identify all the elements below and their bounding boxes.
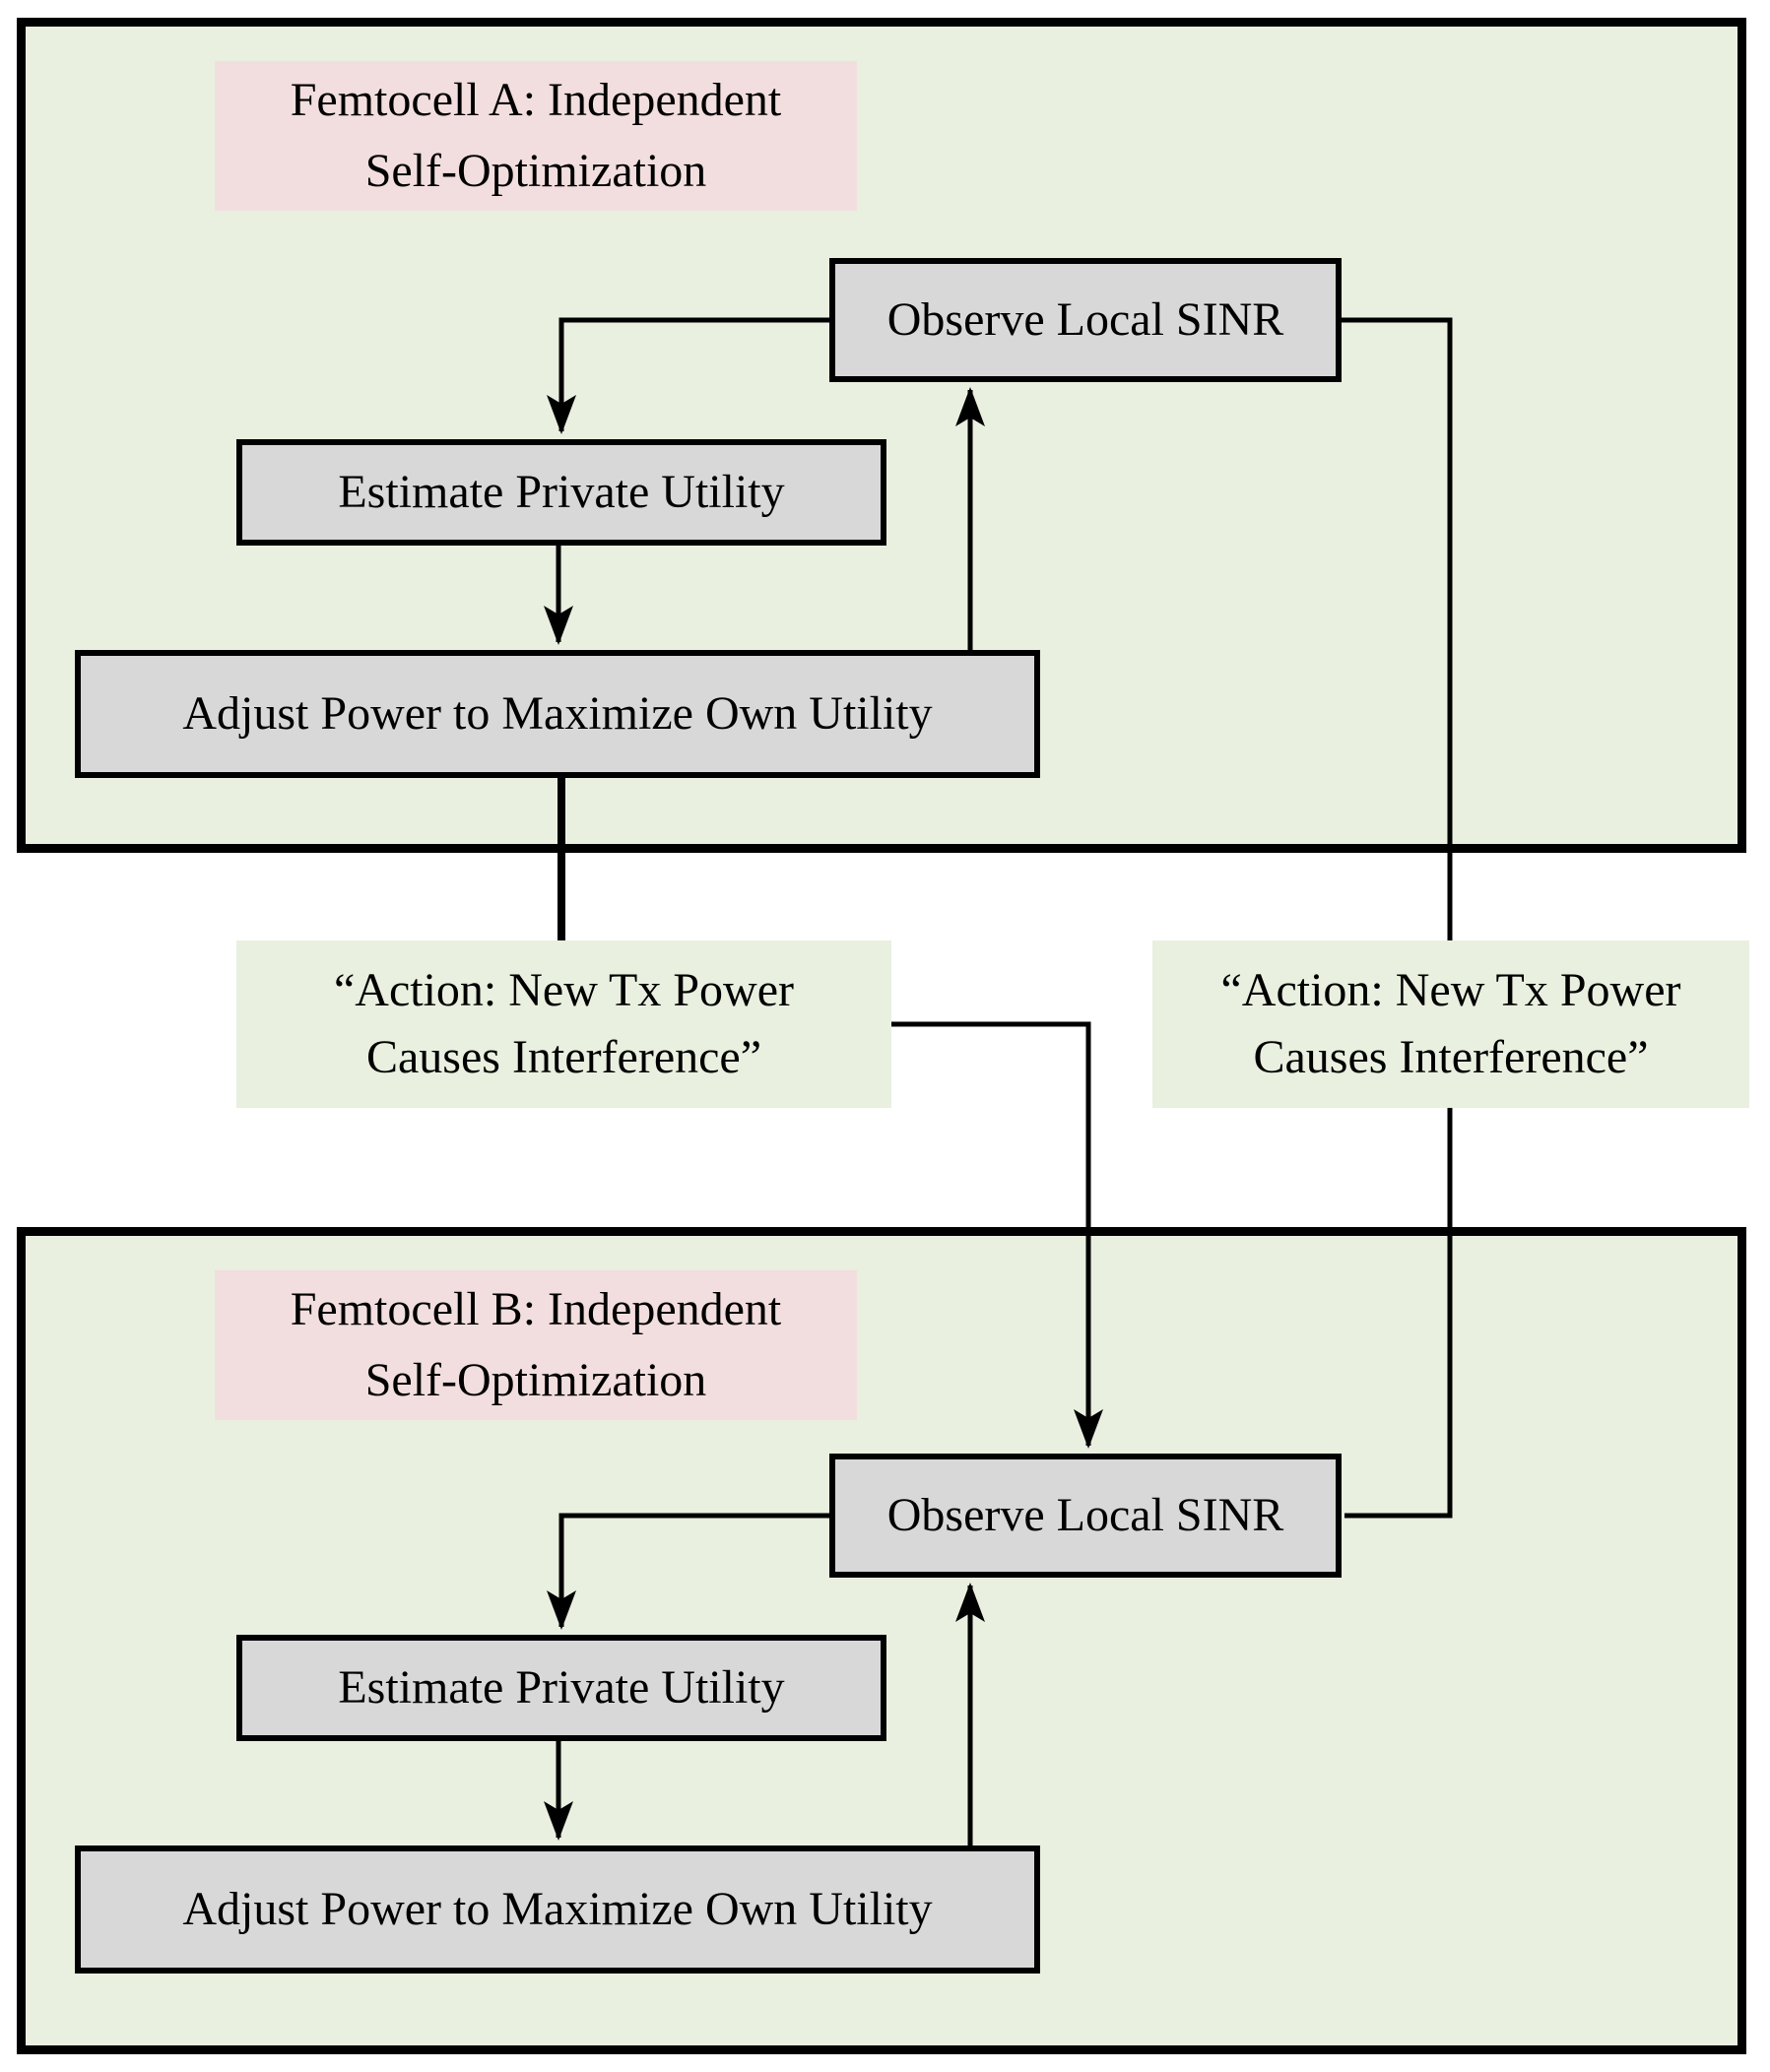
panel-title-line: Femtocell A: Independent	[290, 74, 782, 126]
panel-title-femtocell-b: Femtocell B: Independent Self-Optimizati…	[215, 1270, 857, 1420]
box-observe-local-sinr-a: Observe Local SINR	[829, 258, 1342, 382]
action-label-line: “Action: New Tx Power	[333, 964, 794, 1016]
connector-observe-to-estimate-a	[547, 317, 829, 434]
box-label: Estimate Private Utility	[338, 465, 785, 518]
action-label-line: Causes Interference”	[365, 1031, 762, 1083]
box-estimate-private-utility-a: Estimate Private Utility	[236, 439, 886, 546]
box-label: Observe Local SINR	[886, 1488, 1284, 1541]
action-label-line: “Action: New Tx Power	[1220, 964, 1681, 1016]
connector-action-left-to-observe-b	[891, 1021, 1103, 1449]
connector-observe-to-estimate-b	[547, 1513, 829, 1630]
connector-observe-a-to-observe-b	[1342, 317, 1453, 1519]
box-label: Observe Local SINR	[886, 292, 1284, 346]
box-observe-local-sinr-b: Observe Local SINR	[829, 1454, 1342, 1578]
box-label: Adjust Power to Maximize Own Utility	[182, 1882, 933, 1935]
action-label-right: “Action: New Tx Power Causes Interferenc…	[1152, 940, 1749, 1108]
panel-title-line: Self-Optimization	[364, 145, 707, 197]
box-adjust-power-a: Adjust Power to Maximize Own Utility	[75, 650, 1040, 778]
box-adjust-power-b: Adjust Power to Maximize Own Utility	[75, 1845, 1040, 1974]
box-label: Adjust Power to Maximize Own Utility	[182, 686, 933, 740]
box-label: Estimate Private Utility	[338, 1660, 785, 1714]
panel-title-femtocell-a: Femtocell A: Independent Self-Optimizati…	[215, 61, 857, 211]
panel-title-line: Femtocell B: Independent	[290, 1283, 782, 1335]
box-estimate-private-utility-b: Estimate Private Utility	[236, 1635, 886, 1741]
action-label-left: “Action: New Tx Power Causes Interferenc…	[236, 940, 891, 1108]
action-label-line: Causes Interference”	[1253, 1031, 1649, 1083]
panel-title-line: Self-Optimization	[364, 1354, 707, 1406]
